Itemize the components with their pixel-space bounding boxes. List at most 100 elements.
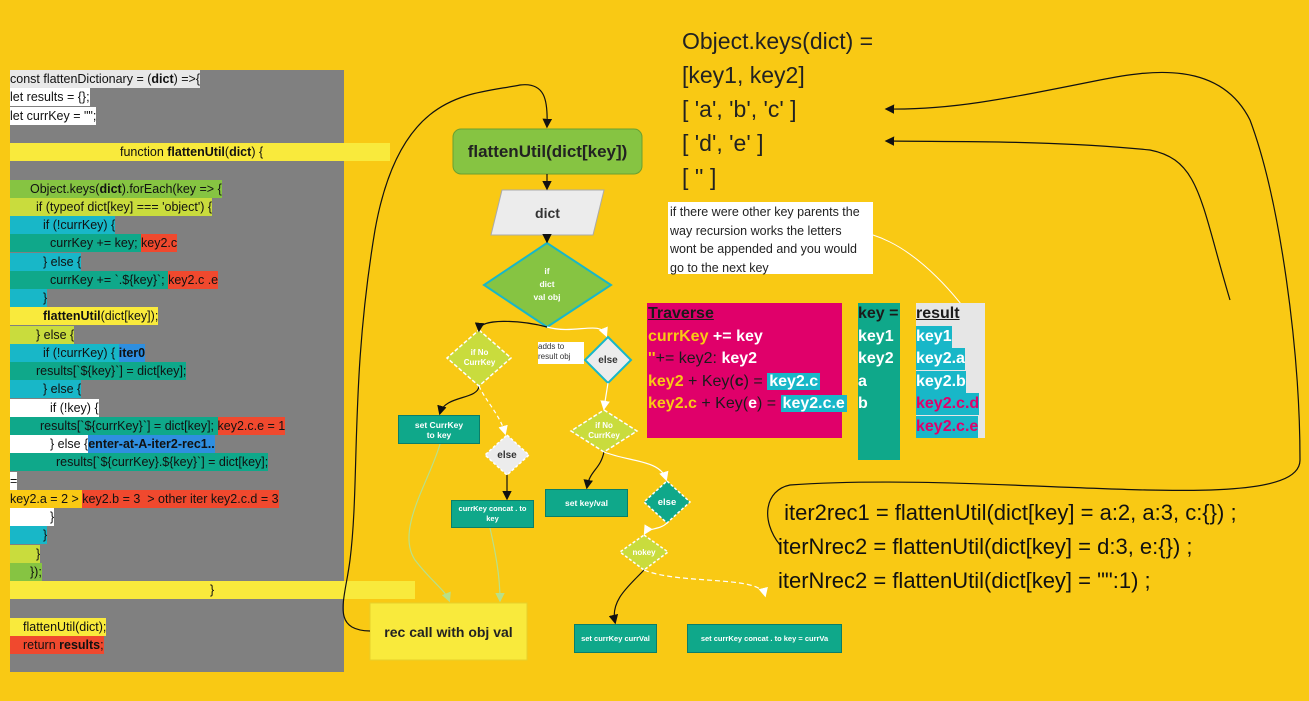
code-token: let currKey = ""; [10, 108, 97, 123]
code-line: const flattenDictionary = (dict) =>{ [10, 70, 201, 88]
code-token: key2.c.e = 1 [217, 416, 286, 435]
code-line: }); [10, 562, 42, 581]
code-line: = [10, 471, 18, 490]
if-no-currkey-label-1: if No CurrKey [463, 348, 496, 367]
else-diamond-2 [483, 433, 531, 477]
rec-call-label: rec call with obj val [384, 623, 513, 640]
traverse-title: Traverse [648, 305, 714, 322]
currkey-concat-box: currKey concat . to key [451, 500, 534, 528]
code-token: if (!key) { [50, 400, 99, 415]
code-token: if (typeof dict[key] === 'object') { [36, 199, 213, 214]
code-token: key2.c .e [168, 270, 219, 289]
start-node: flattenUtil(dict[key]) [467, 141, 628, 161]
code-token: } else { [36, 327, 75, 342]
code-line: if (!currKey) { [10, 216, 116, 234]
code-token: iter0 [118, 343, 146, 362]
adds-to-result-label: adds to result obj [538, 342, 584, 364]
iter-line-2: iterNrec2 = flattenUtil(dict[key] = d:3,… [778, 534, 1193, 559]
traverse-row-4: key2.c + Key(e) = key2.c.e [648, 395, 847, 412]
code-token: key2.b = 3 > other iter key2.c.d = 3 [82, 491, 279, 506]
code-line: function flattenUtil(dict) { [10, 143, 390, 161]
result-column-item: key2.c.e [916, 416, 979, 438]
else-label-2: else [497, 449, 517, 461]
code-token: dict [99, 181, 122, 196]
key-column-item: b [858, 395, 868, 412]
code-line: currKey += key; key2.c [10, 234, 178, 253]
code-token: return [23, 637, 60, 652]
code-token: if (!currKey) { [43, 218, 116, 232]
code-token: let results = {}; [10, 90, 90, 105]
code-token: } [43, 528, 48, 543]
code-line: flattenUtil(dict); [10, 617, 107, 636]
dict-node: dict [535, 204, 560, 221]
iter-line-1: iter2rec1 = flattenUtil(dict[key] = a:2,… [778, 500, 1237, 525]
key-column: key = key1 key2 a b [858, 303, 900, 460]
code-line: } else { [10, 380, 82, 399]
code-line: if (!key) { [10, 398, 99, 417]
code-line: results[`${currKey}.${key}`] = dict[key]… [10, 453, 269, 472]
code-line: results[`${key}`] = dict[key]; [10, 362, 187, 380]
else-label-1: else [598, 354, 618, 366]
code-line: flattenUtil(dict[key]); [10, 307, 159, 326]
keys-line-1: Object.keys(dict) = [682, 28, 874, 54]
code-token: ( [224, 145, 230, 159]
rec-call-box [369, 602, 528, 661]
nokey-label: nokey [632, 547, 656, 557]
code-token: } [50, 510, 55, 524]
if-no-currkey-label-2: if No CurrKey [588, 421, 620, 440]
code-token: (dict[key]); [100, 309, 159, 324]
code-token: results[`${currKey}`] = dict[key]; [40, 418, 218, 433]
dict-parallelogram [490, 189, 605, 236]
set-currkey-currval-box: set currKey currVal [574, 624, 657, 653]
result-column: result key1 key2.a key2.b key2.c.d key2.… [916, 303, 985, 438]
code-line: } else { [10, 325, 75, 344]
recursion-note: if there were other key parents the way … [668, 202, 873, 275]
code-token: const flattenDictionary = ( [10, 72, 152, 86]
code-line: if (typeof dict[key] === 'object') { [10, 197, 213, 216]
code-line: } [10, 526, 48, 545]
code-line: currKey += `.${key}`; key2.c .e [10, 270, 219, 289]
code-token: enter-at-A-iter2-rec1.. [88, 435, 215, 453]
code-line: } [10, 581, 415, 599]
keys-line-5: [ '' ] [682, 164, 717, 190]
keys-line-2: [key1, key2] [682, 62, 805, 88]
result-column-item: key2.b [916, 371, 966, 393]
code-line: let currKey = ""; [10, 106, 97, 125]
code-token: } [210, 583, 215, 597]
code-token: dict [151, 72, 174, 86]
code-token: } else { [43, 382, 82, 397]
code-token: key2.a = 2 > [10, 489, 83, 508]
code-token: key2.c [141, 234, 178, 253]
code-line: key2.a = 2 > key2.b = 3 > other iter key… [10, 489, 279, 508]
code-token: } else { [50, 437, 89, 451]
result-column-item: key2.a [916, 348, 965, 370]
code-token: flattenUtil [43, 309, 101, 324]
if-obj-label: if dict val obj [533, 266, 561, 302]
code-line: } else { [10, 252, 82, 271]
key-column-item: key1 [858, 328, 894, 345]
keys-line-3: [ 'a', 'b', 'c' ] [682, 96, 797, 122]
code-token: ).forEach(key => { [121, 181, 222, 196]
code-token: }); [30, 564, 42, 579]
result-column-item: key2.c.d [916, 393, 980, 415]
key-column-header: key = [858, 305, 899, 322]
result-column-header: result [916, 305, 960, 322]
code-token: results[`${key}`] = dict[key]; [36, 364, 187, 378]
traverse-row-2: ''+= key2: key2 [648, 350, 758, 367]
code-token: Object.keys( [30, 181, 100, 196]
else-label-3: else [657, 496, 677, 508]
code-token: } else { [43, 254, 82, 269]
key-column-item: a [858, 373, 867, 390]
code-line: } [10, 289, 48, 307]
code-line: } [10, 508, 55, 526]
set-key-val-box: set key/val [545, 489, 628, 517]
code-line: if (!currKey) { iter0 [10, 343, 146, 362]
code-token: results[`${currKey}.${key}`] = dict[key]… [56, 455, 269, 470]
code-token: currKey += `.${key}`; [50, 272, 169, 287]
traverse-box: Traverse currKey += key ''+= key2: key2 … [647, 303, 847, 438]
code-line: } [10, 544, 41, 563]
code-token: ; [100, 637, 104, 652]
code-line: let results = {}; [10, 88, 90, 107]
code-panel: const flattenDictionary = (dict) =>{ let … [10, 70, 415, 672]
code-token: flattenUtil(dict); [23, 619, 107, 634]
